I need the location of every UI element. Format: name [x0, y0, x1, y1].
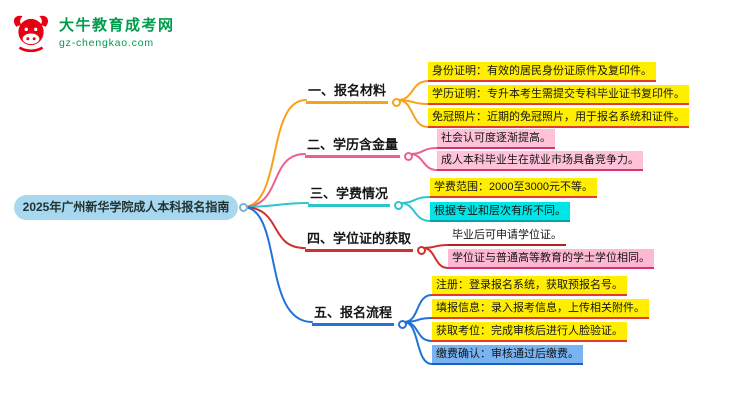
branch-label: 四、学位证的获取: [307, 231, 412, 246]
branch-node-degree-value[interactable]: 二、学历含金量: [305, 134, 414, 161]
logo-title: 大牛教育成考网: [59, 17, 175, 34]
connector: [403, 317, 433, 323]
leaf-node[interactable]: 填报信息：录入报考信息，上传相关附件。: [432, 299, 649, 319]
branch-node-degree-certificate[interactable]: 四、学位证的获取: [305, 228, 427, 255]
leaf-node[interactable]: 社会认可度逐渐提高。: [437, 129, 555, 149]
connector: [242, 153, 306, 208]
logo-subtitle: gz-chengkao.com: [59, 37, 154, 49]
connector: [409, 147, 438, 155]
connector: [422, 244, 449, 249]
connector: [397, 99, 429, 128]
leaf-node[interactable]: 根据专业和层次有所不同。: [430, 202, 570, 222]
branch-label: 三、学费情况: [310, 186, 389, 201]
collapse-handle[interactable]: [417, 246, 427, 255]
leaf-node[interactable]: 免冠照片：近期的免冠照片，用于报名系统和证件。: [428, 108, 689, 128]
leaf-node[interactable]: 获取考位：完成审核后进行人脸验证。: [432, 322, 627, 342]
branch-node-tuition[interactable]: 三、学费情况: [308, 183, 404, 210]
connector: [409, 153, 438, 171]
site-logo[interactable]: 大牛教育成考网 gz-chengkao.com: [10, 12, 175, 54]
leaf-node[interactable]: 成人本科毕业生在就业市场具备竞争力。: [437, 151, 643, 171]
connector: [403, 321, 433, 342]
connector: [403, 321, 433, 365]
leaf-node[interactable]: 身份证明：有效的居民身份证原件及复印件。: [428, 62, 656, 82]
connector: [242, 206, 313, 323]
collapse-handle[interactable]: [398, 320, 408, 329]
collapse-handle[interactable]: [394, 201, 404, 210]
connector: [422, 247, 449, 269]
root-topic-node[interactable]: 2025年广州新华学院成人本科报名指南: [14, 195, 238, 220]
bull-logo-icon: [13, 15, 49, 53]
branch-label: 五、报名流程: [314, 305, 393, 320]
branch-label: 一、报名材料: [308, 83, 387, 98]
leaf-node[interactable]: 注册：登录报名系统，获取预报名号。: [432, 276, 627, 296]
collapse-handle[interactable]: [392, 98, 402, 107]
connector: [399, 196, 431, 204]
connector: [242, 206, 306, 249]
leaf-node[interactable]: 学位证与普通高等教育的学士学位相同。: [448, 249, 654, 269]
leaf-node[interactable]: 毕业后可申请学位证。: [448, 226, 566, 246]
root-collapse-handle[interactable]: [239, 203, 248, 212]
leaf-node[interactable]: 学费范围：2000至3000元不等。: [430, 178, 597, 198]
collapse-handle[interactable]: [404, 152, 414, 161]
leaf-node[interactable]: 学历证明：专升本考生需提交专科毕业证书复印件。: [428, 85, 689, 105]
connector: [399, 202, 431, 222]
branch-label: 二、学历含金量: [307, 137, 399, 152]
connector: [397, 80, 429, 101]
connector: [242, 99, 307, 208]
leaf-node[interactable]: 缴费确认：审核通过后缴费。: [432, 345, 583, 365]
branch-node-materials[interactable]: 一、报名材料: [306, 80, 402, 107]
branch-node-process[interactable]: 五、报名流程: [312, 302, 408, 329]
